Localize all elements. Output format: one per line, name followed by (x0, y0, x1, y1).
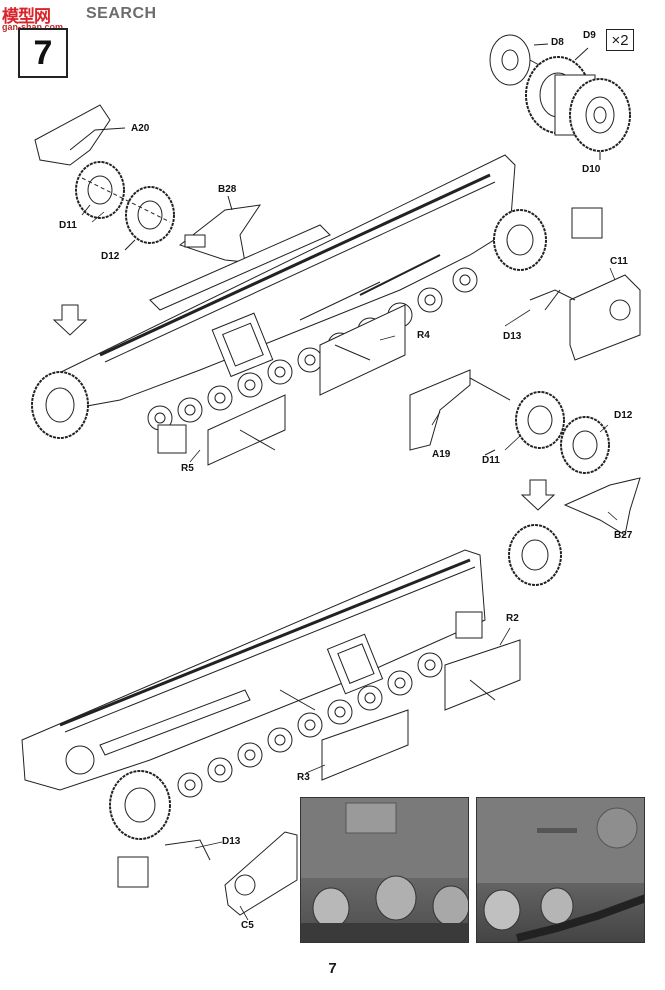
part-label-d13-bottom: D13 (222, 836, 241, 847)
part-label-r4: R4 (417, 330, 430, 341)
idler-assembly-top-left (34, 104, 262, 263)
idler-assembly-mid-right (409, 369, 641, 536)
part-label-d11-mid: D11 (482, 455, 500, 466)
page-number: 7 (328, 960, 337, 977)
part-label-c5: C5 (241, 920, 254, 931)
part-label-d10: D10 (582, 164, 601, 175)
part-label-b28: B28 (218, 184, 237, 195)
part-label-d8: D8 (551, 37, 564, 48)
watermark-url: gan-shan.com (2, 22, 64, 32)
sprocket-assembly-top-right (489, 34, 631, 160)
part-label-d13-top: D13 (503, 331, 522, 342)
leader-lines (91, 211, 618, 921)
part-label-d12-mid: D12 (614, 410, 633, 421)
part-label-d9: D9 (583, 30, 596, 41)
watermark-search: SEARCH (86, 5, 157, 22)
step-number: 7 (33, 33, 53, 72)
part-label-r5: R5 (181, 463, 194, 474)
step-number-box: 7 (18, 28, 68, 78)
reference-photo-right (476, 797, 645, 943)
hull-upper (31, 154, 641, 466)
part-label-d12-top: D12 (101, 251, 120, 262)
reference-photo-left (300, 797, 469, 943)
part-label-d11-top: D11 (59, 220, 77, 231)
direction-arrows (52, 304, 556, 511)
watermark-logo: 模型网 (2, 7, 51, 26)
part-label-a20: A20 (131, 123, 150, 134)
hull-lower (21, 524, 562, 916)
part-label-b27: B27 (614, 530, 633, 541)
quantity-box: ×2 (606, 29, 634, 51)
part-label-c11: C11 (610, 256, 628, 267)
part-label-r2: R2 (506, 613, 519, 624)
part-label-a19: A19 (432, 449, 451, 460)
part-label-r3: R3 (297, 772, 310, 783)
